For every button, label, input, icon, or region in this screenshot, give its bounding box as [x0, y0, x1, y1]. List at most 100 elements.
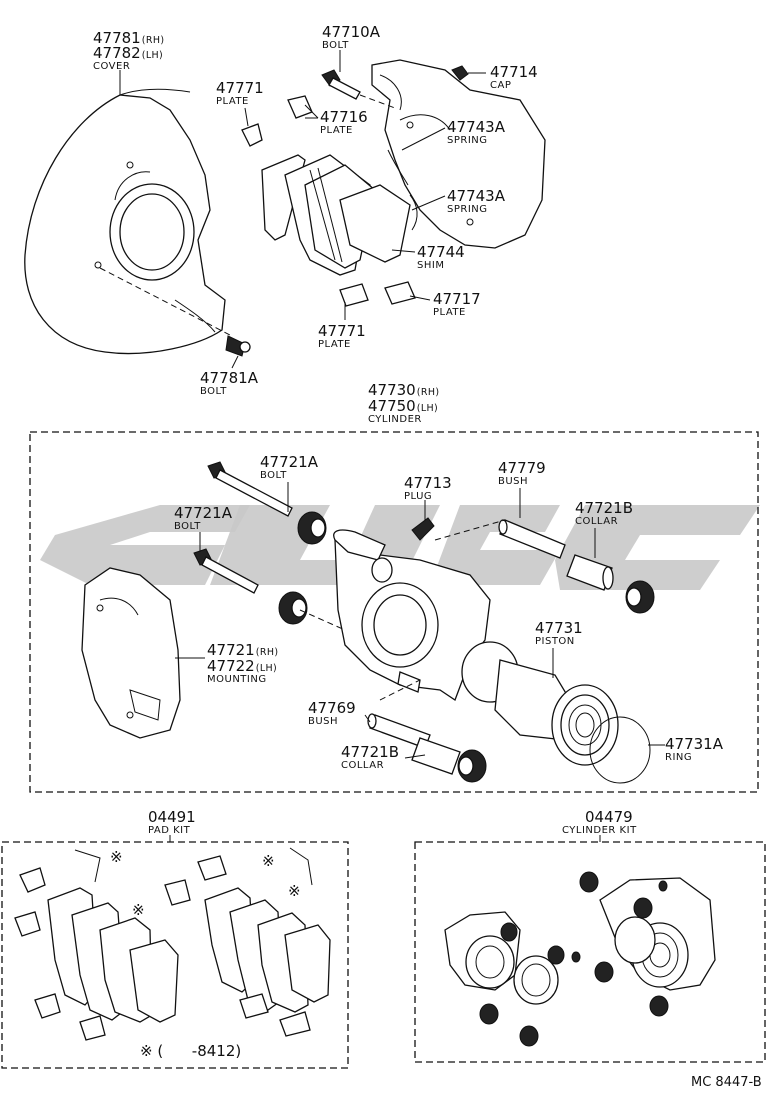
svg-text:COLLAR: COLLAR [575, 516, 618, 527]
label-plate-47717: 47717 PLATE [433, 290, 481, 318]
label-plate-47771-top: 47771 PLATE [216, 79, 264, 107]
svg-text:BOLT: BOLT [174, 521, 201, 532]
svg-text:04479: 04479 [585, 808, 633, 826]
svg-text:04491: 04491 [148, 808, 196, 826]
caliper-housing-drawing [371, 59, 546, 249]
svg-text:BUSH: BUSH [308, 716, 338, 727]
label-bush-47769: 47769 BUSH [308, 699, 356, 727]
svg-text:47781(RH): 47781(RH) [93, 29, 164, 47]
svg-text:47714: 47714 [490, 63, 538, 81]
svg-text:47721B: 47721B [575, 499, 633, 517]
svg-text:47743A: 47743A [447, 187, 506, 205]
svg-text:BOLT: BOLT [260, 470, 287, 481]
cylinder-kit-left-drawing [444, 911, 581, 1047]
svg-text:47722(LH): 47722(LH) [207, 657, 277, 675]
svg-text:SPRING: SPRING [447, 135, 488, 146]
svg-text:PLATE: PLATE [318, 339, 351, 350]
label-bolt-47721a-1: 47721A BOLT [260, 453, 319, 481]
svg-text:47743A: 47743A [447, 118, 506, 136]
svg-text:※: ※ [110, 848, 123, 866]
svg-text:※: ※ [262, 852, 275, 870]
svg-text:SHIM: SHIM [417, 260, 444, 271]
label-bolt-47710a: 47710A BOLT [322, 23, 381, 51]
svg-text:PLATE: PLATE [216, 96, 249, 107]
label-plate-47716: 47716 PLATE [320, 108, 368, 136]
label-piston-47731: 47731 PISTON [535, 619, 583, 647]
cylinder-kit-box [414, 841, 766, 1063]
svg-text:47730(RH): 47730(RH) [368, 381, 439, 399]
svg-text:47769: 47769 [308, 699, 356, 717]
dust-cover-drawing [24, 88, 231, 355]
plate-47716-drawing [287, 95, 319, 119]
label-pad-kit: 04491 PAD KIT [148, 808, 196, 836]
svg-text:47710A: 47710A [322, 23, 381, 41]
svg-text:COLLAR: COLLAR [341, 760, 384, 771]
label-bolt-47721a-2: 47721A BOLT [174, 504, 233, 532]
boot-upper-left-drawing [297, 511, 327, 545]
pad-kit-note: ※ ( -8412) [140, 1042, 241, 1060]
ring-47731a-drawing [589, 716, 651, 784]
label-cap-47714: 47714 CAP [490, 63, 538, 91]
label-spring-47743a-1: 47743A SPRING [447, 118, 506, 146]
collar-47721b-lower-drawing [411, 737, 461, 775]
cylinder-body-drawing [333, 529, 491, 701]
svg-text:PLATE: PLATE [320, 125, 353, 136]
pad-set-drawing [261, 154, 411, 276]
svg-text:PISTON: PISTON [535, 636, 575, 647]
pad-kit-left-set-drawing [14, 849, 191, 1041]
label-collar-47721b-2: 47721B COLLAR [341, 743, 399, 771]
svg-text:47717: 47717 [433, 290, 481, 308]
svg-text:BUSH: BUSH [498, 476, 528, 487]
pad-kit-note-marks: ※ ※ ※ ※ [110, 848, 301, 919]
bolt-47721a-lower-drawing [193, 548, 259, 594]
svg-text:47721(RH): 47721(RH) [207, 641, 278, 659]
svg-text:47731: 47731 [535, 619, 583, 637]
bush-47779-drawing [498, 519, 566, 559]
svg-text:CAP: CAP [490, 80, 511, 91]
spring-47743a-drawing [387, 149, 418, 231]
label-ring-47731a: 47731A RING [665, 735, 724, 763]
top-leader-lines [119, 50, 486, 369]
label-spring-47743a-2: 47743A SPRING [447, 187, 506, 215]
plate-47771-top-drawing [241, 123, 263, 147]
label-cylinder-kit: 04479 CYLINDER KIT [562, 808, 637, 836]
label-collar-47721b-1: 47721B COLLAR [575, 499, 633, 527]
plug-47713-drawing [411, 517, 435, 541]
bolt-47781a-drawing [225, 335, 251, 357]
cylinder-kit-right-drawing [579, 871, 716, 1017]
svg-text:47744: 47744 [417, 243, 465, 261]
svg-text:CYLINDER KIT: CYLINDER KIT [562, 825, 637, 836]
bolt-47721a-upper-drawing [207, 461, 293, 517]
svg-text:47750(LH): 47750(LH) [368, 397, 438, 415]
label-cover: 47781(RH) 47782(LH) COVER [93, 29, 164, 72]
label-plate-47771-bottom: 47771 PLATE [318, 322, 366, 350]
boot-right-drawing [625, 580, 655, 614]
svg-text:PAD KIT: PAD KIT [148, 825, 191, 836]
label-bush-47779: 47779 BUSH [498, 459, 546, 487]
middle-guide-lines [299, 519, 506, 701]
svg-text:SPRING: SPRING [447, 204, 488, 215]
svg-text:47713: 47713 [404, 474, 452, 492]
svg-text:47779: 47779 [498, 459, 546, 477]
svg-text:MOUNTING: MOUNTING [207, 674, 267, 685]
svg-text:※: ※ [288, 882, 301, 900]
svg-text:※: ※ [132, 901, 145, 919]
boot-lower-drawing [457, 749, 487, 783]
plate-47771-bottom-drawing [339, 283, 369, 307]
svg-text:RING: RING [665, 752, 692, 763]
svg-text:PLATE: PLATE [433, 307, 466, 318]
label-shim-47744: 47744 SHIM [417, 243, 465, 271]
svg-text:47721A: 47721A [260, 453, 319, 471]
svg-text:47731A: 47731A [665, 735, 724, 753]
mounting-drawing [81, 567, 181, 739]
label-plug-47713: 47713 PLUG [404, 474, 452, 502]
middle-leader-lines [175, 482, 665, 759]
cylinder-assembly-box [29, 431, 759, 793]
cap-47714-drawing [451, 65, 469, 81]
svg-text:BOLT: BOLT [322, 40, 349, 51]
svg-text:47782(LH): 47782(LH) [93, 44, 163, 62]
piston-47731-drawing [494, 659, 619, 766]
svg-text:47721A: 47721A [174, 504, 233, 522]
svg-text:COVER: COVER [93, 61, 130, 72]
